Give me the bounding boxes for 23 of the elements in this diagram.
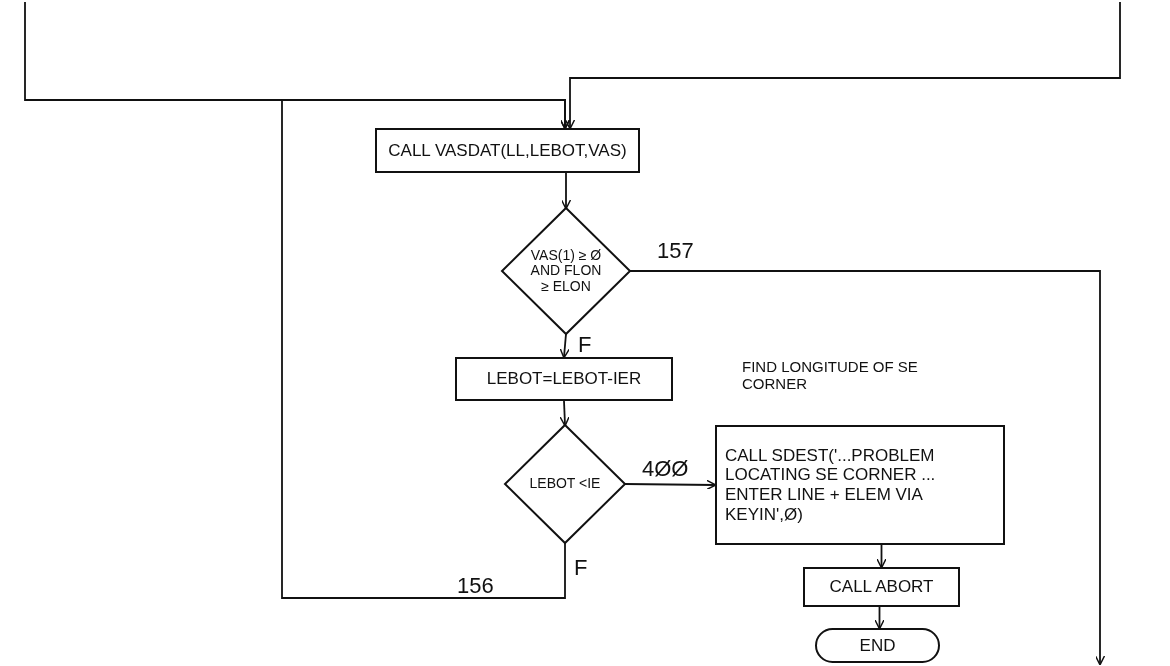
process-box — [715, 425, 1005, 545]
node-text: VAS(1) ≥ Ø AND FLON ≥ ELON — [529, 247, 603, 295]
arrow — [559, 400, 570, 427]
note-text: FIND LONGITUDE OF SE CORNER — [742, 358, 919, 392]
arrow — [876, 544, 887, 569]
node-text: LEBOT=LEBOT-IER — [486, 369, 642, 389]
arrow — [874, 606, 885, 630]
arrow — [281, 99, 571, 599]
node-text: END — [859, 635, 896, 656]
node-text: CALL ABORT — [829, 577, 934, 597]
arrow — [629, 270, 1106, 666]
node-text: LEBOT <IE — [528, 476, 602, 492]
arrow — [564, 1, 1121, 130]
node-text: CALL VASDAT(LL,LEBOT,VAS) — [388, 140, 627, 161]
process-box — [455, 357, 673, 401]
node-text: CALL SDEST('...PROBLEM LOCATING SE CORNER ... ENTER LINE + ELEM VIA KEYIN',Ø) — [725, 445, 937, 525]
process-box — [803, 567, 960, 607]
arrow — [624, 479, 717, 491]
arrow — [560, 172, 572, 210]
process-box — [375, 128, 640, 173]
branch-label: F — [574, 555, 589, 581]
arrow — [559, 333, 570, 359]
edge-label: 4ØØ — [640, 458, 691, 480]
